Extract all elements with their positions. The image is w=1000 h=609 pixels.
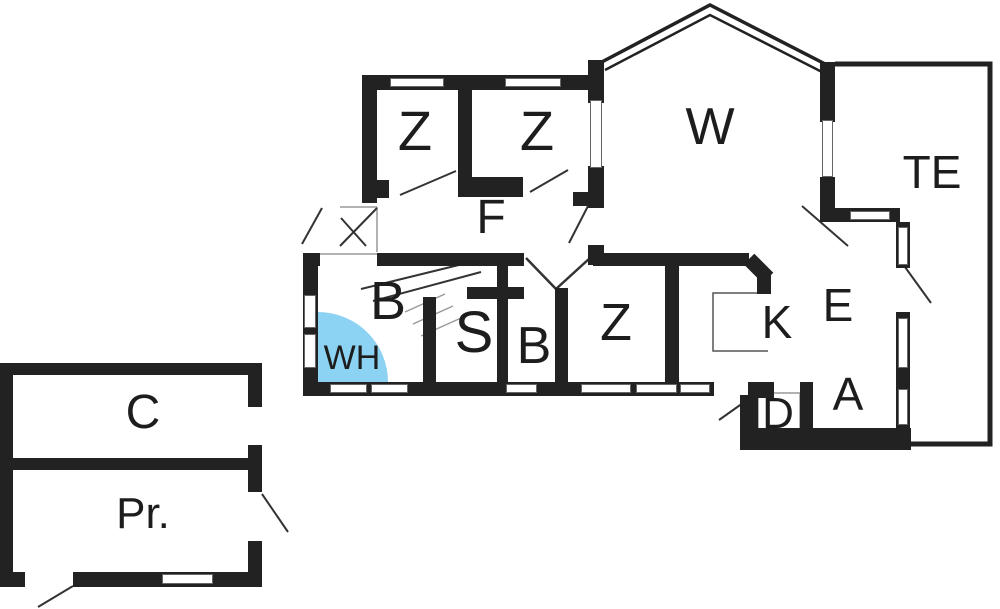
door-swing-line — [529, 169, 569, 193]
wall-segment — [458, 177, 523, 197]
room-label-f: F — [476, 191, 506, 244]
wall-segment — [0, 458, 250, 470]
window-marker — [162, 574, 213, 584]
wall-segment — [757, 271, 771, 294]
window-marker — [505, 78, 561, 87]
wall-segment — [748, 382, 774, 398]
double-door-leaf — [525, 257, 557, 290]
door-swing-line — [340, 217, 367, 247]
room-label-w: W — [685, 98, 735, 156]
window-marker — [898, 227, 908, 265]
room-label-pr: Pr. — [116, 489, 170, 538]
wall-segment — [248, 445, 262, 492]
wall-segment — [588, 60, 604, 103]
room-label-e: E — [822, 279, 854, 331]
room-label-z3: Z — [600, 294, 632, 352]
room-label-b1: B — [369, 271, 407, 331]
window-marker — [898, 318, 908, 368]
wall-segment — [555, 288, 568, 396]
wall-segment — [0, 363, 13, 587]
window-marker — [680, 384, 710, 393]
room-label-k: K — [761, 296, 793, 348]
room-label-s: S — [454, 300, 494, 365]
window-marker — [371, 384, 408, 393]
window-marker — [304, 334, 316, 368]
room-label-a: A — [832, 368, 864, 420]
wall-segment — [508, 287, 524, 299]
terrace-outline — [835, 61, 993, 447]
window-marker — [590, 100, 602, 168]
door-swing-line — [801, 205, 849, 247]
bay-roof-inner-line — [604, 13, 825, 75]
window-marker — [822, 120, 833, 177]
window-marker — [898, 389, 908, 425]
whirlpool-quarter-circle — [318, 312, 388, 382]
wall-segment — [497, 253, 508, 396]
door-swing-line — [399, 170, 457, 196]
window-marker — [390, 78, 444, 87]
door-swing-line — [568, 205, 589, 244]
room-label-d: D — [762, 389, 794, 438]
wall-segment — [800, 382, 813, 441]
door-swing-line — [301, 207, 323, 245]
window-marker — [850, 211, 890, 220]
wall-segment — [0, 363, 250, 375]
window-marker — [506, 384, 537, 393]
folding-door-line — [372, 271, 482, 302]
wall-segment — [467, 287, 498, 299]
wall-segment — [820, 62, 835, 122]
door-swing-line — [904, 266, 932, 304]
door-swing-line — [37, 585, 74, 608]
window-marker — [330, 384, 367, 393]
folding-door-line — [360, 261, 472, 290]
double-door-leaf — [555, 257, 591, 290]
wall-segment — [248, 363, 262, 407]
window-marker — [581, 384, 631, 393]
kitchen-counter-outline — [712, 292, 768, 352]
window-marker — [636, 384, 677, 393]
wall-segment — [820, 177, 835, 210]
bay-roof-outer-line — [597, 3, 832, 69]
wall-segment — [740, 395, 758, 435]
door-swing-line — [261, 493, 289, 533]
room-label-z1: Z — [397, 99, 433, 162]
wall-segment — [740, 428, 911, 450]
door-swing-line — [339, 207, 378, 247]
room-label-te: TE — [902, 146, 962, 198]
window-marker — [304, 295, 316, 328]
wall-segment — [665, 253, 679, 396]
wall-segment — [588, 166, 604, 208]
wall-segment — [423, 297, 436, 396]
wall-segment — [362, 180, 389, 198]
room-label-b2: B — [516, 317, 552, 375]
wall-segment — [377, 253, 498, 266]
wall-segment — [0, 572, 25, 587]
room-label-wh: WH — [323, 339, 381, 377]
room-label-c: C — [125, 386, 161, 439]
wall-segment — [362, 75, 377, 203]
wall-segment — [458, 90, 472, 180]
room-label-z2: Z — [519, 99, 555, 162]
